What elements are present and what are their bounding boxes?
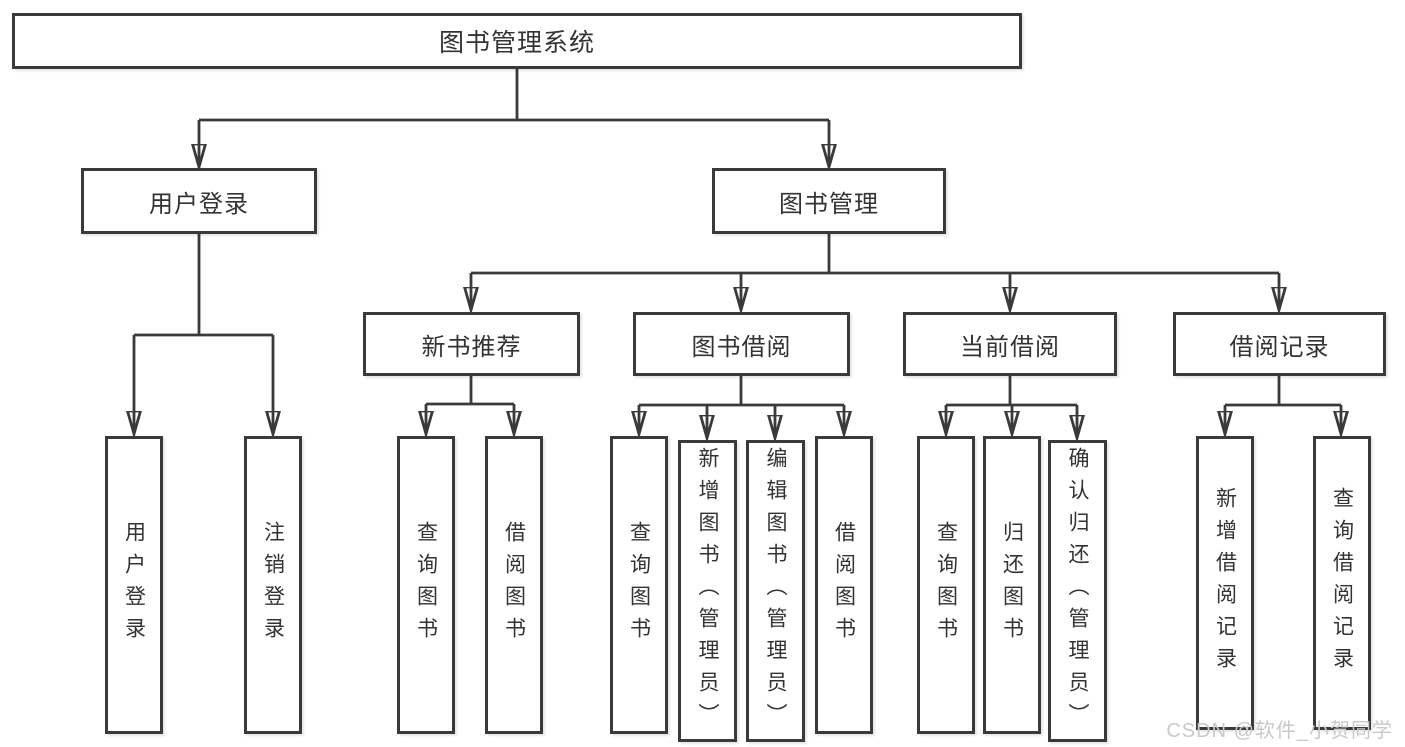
- node-current-borrowing: 当前借阅: [903, 312, 1117, 376]
- leaf-user-login: 用户登录: [105, 436, 163, 734]
- leaf-current-confirm-return-admin: 确认归还（管理员）: [1048, 440, 1107, 742]
- leaf-borrowing-add-books-admin-label: 新增图书（管理员）: [696, 447, 719, 735]
- node-user-login: 用户登录: [81, 168, 317, 234]
- leaf-borrowing-add-books-admin: 新增图书（管理员）: [678, 440, 737, 742]
- leaf-borrowing-borrow-books-label: 借阅图书: [832, 521, 856, 649]
- connector-book-borrowing-split: [639, 376, 844, 438]
- node-user-login-label: 用户登录: [149, 190, 249, 218]
- leaf-newbook-borrow-books: 借阅图书: [485, 436, 543, 734]
- leaf-newbook-borrow-books-label: 借阅图书: [502, 521, 526, 649]
- node-current-borrowing-label: 当前借阅: [960, 333, 1060, 361]
- leaf-records-query-borrow-record-label: 查询借阅记录: [1330, 487, 1354, 679]
- leaf-records-add-borrow-record: 新增借阅记录: [1196, 436, 1254, 730]
- connector-book-management-split: [471, 234, 1279, 310]
- connector-current-borrowing-split: [946, 376, 1077, 438]
- leaf-current-confirm-return-admin-label: 确认归还（管理员）: [1066, 447, 1089, 735]
- leaf-borrowing-edit-books-admin-label: 编辑图书（管理员）: [764, 447, 787, 735]
- node-book-management-label: 图书管理: [779, 190, 879, 218]
- leaf-newbook-query-books: 查询图书: [397, 436, 455, 734]
- leaf-current-return-books-label: 归还图书: [1000, 521, 1024, 649]
- leaf-borrowing-borrow-books: 借阅图书: [815, 436, 873, 734]
- leaf-current-query-books: 查询图书: [917, 436, 975, 734]
- leaf-current-return-books: 归还图书: [983, 436, 1041, 734]
- leaf-borrowing-query-books-label: 查询图书: [627, 521, 651, 649]
- node-library-management-system: 图书管理系统: [12, 13, 1022, 69]
- connector-borrowing-records-split: [1225, 376, 1341, 434]
- node-book-borrowing-label: 图书借阅: [691, 333, 792, 361]
- leaf-borrowing-query-books: 查询图书: [610, 436, 668, 734]
- leaf-records-query-borrow-record: 查询借阅记录: [1313, 436, 1371, 730]
- connector-user-login-split: [134, 234, 273, 434]
- node-book-management: 图书管理: [712, 168, 946, 234]
- node-new-book-recommendation: 新书推荐: [363, 312, 580, 376]
- leaf-records-add-borrow-record-label: 新增借阅记录: [1213, 487, 1237, 679]
- leaf-user-login-label: 用户登录: [122, 521, 146, 649]
- node-library-management-system-label: 图书管理系统: [438, 29, 595, 57]
- connector-new-book-split: [426, 376, 514, 434]
- node-new-book-recommendation-label: 新书推荐: [421, 333, 522, 361]
- node-borrowing-records-label: 借阅记录: [1229, 333, 1330, 361]
- node-book-borrowing: 图书借阅: [633, 312, 850, 376]
- node-borrowing-records: 借阅记录: [1173, 312, 1386, 376]
- leaf-logout: 注销登录: [244, 436, 302, 734]
- leaf-current-query-books-label: 查询图书: [934, 521, 958, 649]
- leaf-newbook-query-books-label: 查询图书: [414, 521, 438, 649]
- connector-root-split: [199, 69, 829, 167]
- leaf-logout-label: 注销登录: [261, 521, 285, 649]
- csdn-watermark: CSDN @软件_小贺同学: [1166, 720, 1393, 742]
- leaf-borrowing-edit-books-admin: 编辑图书（管理员）: [746, 440, 805, 742]
